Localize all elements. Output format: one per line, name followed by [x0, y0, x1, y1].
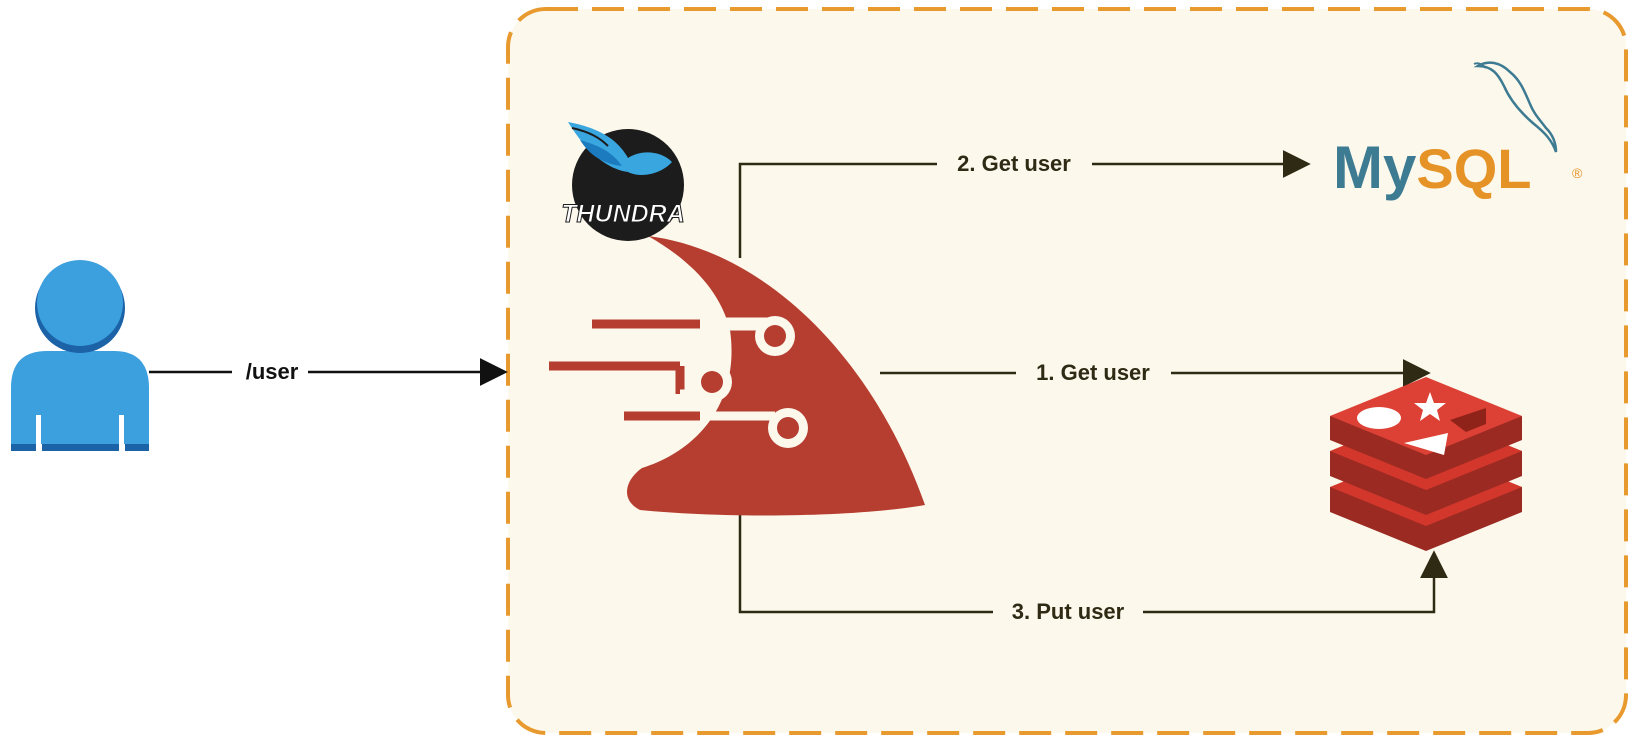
get-db-arrow — [738, 150, 1311, 258]
mysql-logo: MySQL ® — [1333, 61, 1583, 201]
mysql-registered-mark: ® — [1572, 165, 1583, 181]
mysql-wordmark-sql: SQL — [1416, 137, 1531, 200]
get-cache-label-bg — [1016, 357, 1171, 387]
get-cache-label: 1. Get user — [1036, 360, 1150, 385]
thundra-wordmark: THUNDRA — [561, 200, 685, 228]
request-label: /user — [246, 359, 299, 384]
request-label-bg — [232, 356, 308, 386]
serverless-function-icon — [549, 236, 925, 516]
mysql-wordmark: MySQL — [1333, 134, 1531, 201]
redis-icon — [1330, 377, 1522, 551]
mysql-wordmark-my: My — [1333, 134, 1417, 201]
put-cache-label: 3. Put user — [1012, 599, 1125, 624]
thundra-logo: THUNDRA — [561, 122, 685, 241]
get-db-label: 2. Get user — [957, 151, 1071, 176]
put-cache-label-bg — [993, 596, 1143, 626]
get-db-label-bg — [937, 148, 1092, 178]
user-icon — [11, 260, 149, 451]
